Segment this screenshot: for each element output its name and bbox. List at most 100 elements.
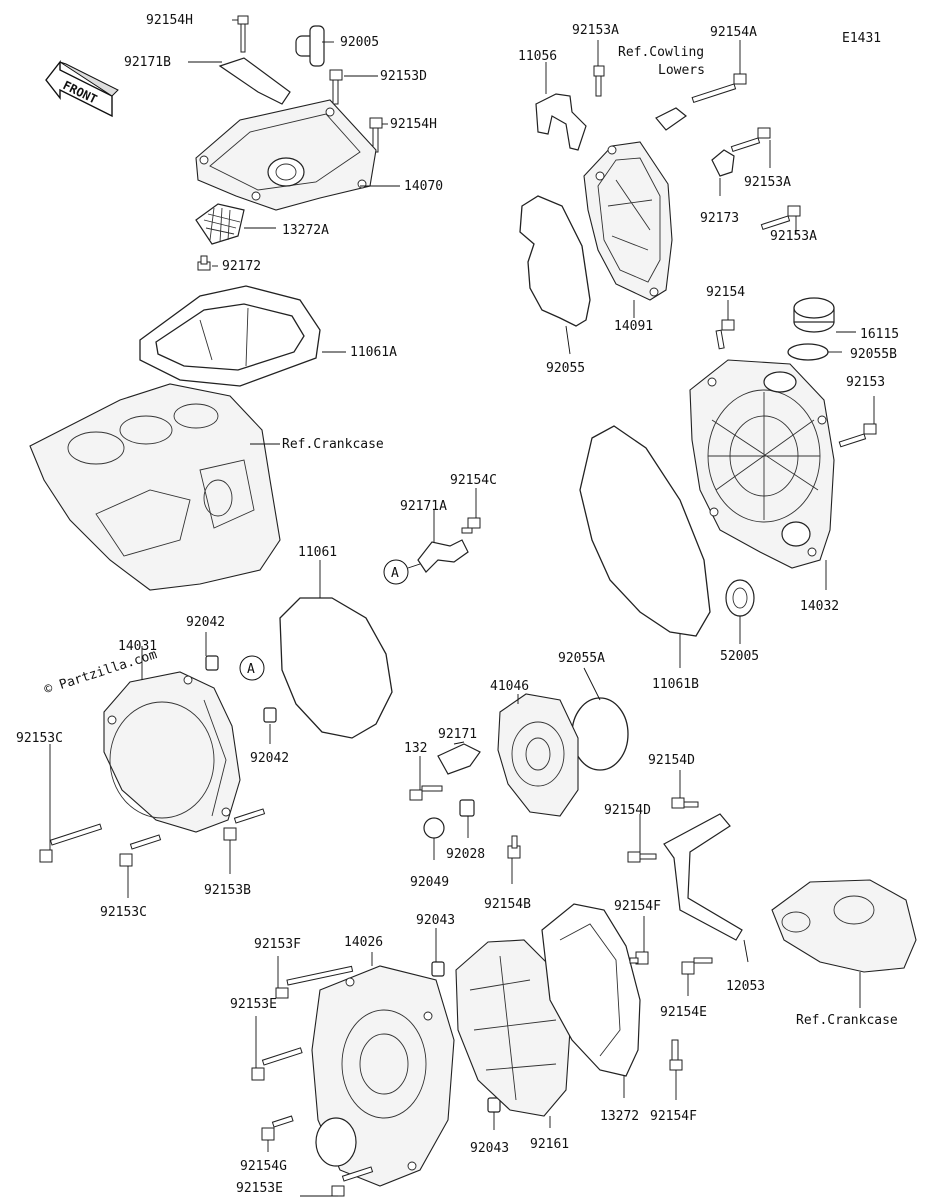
- diagram-code: E1431: [842, 31, 881, 46]
- label-92153c-left: 92153C: [16, 731, 63, 746]
- elbow-fitting-92005: [295, 25, 325, 67]
- bolt-92154f-top: [629, 951, 649, 965]
- label-92153: 92153: [846, 375, 885, 390]
- front-direction-arrow: FRONT: [45, 59, 119, 118]
- circle-a-label: A: [247, 662, 255, 677]
- crankcase-reference-bottom: [771, 879, 917, 973]
- bolt-92153c-bottom: [119, 834, 162, 867]
- label-92154b: 92154B: [484, 897, 531, 912]
- label-92154f-bottom: 92154F: [650, 1109, 697, 1124]
- label-14031: 14031: [118, 639, 157, 654]
- label-16115: 16115: [860, 327, 899, 342]
- label-92171a: 92171A: [400, 499, 447, 514]
- dowel-92042-mid: [263, 707, 277, 723]
- label-92173: 92173: [700, 211, 739, 226]
- label-92055a: 92055A: [558, 651, 605, 666]
- label-92171b: 92171B: [124, 55, 171, 70]
- pickup-cover-group: [519, 65, 801, 327]
- collar-92028: [459, 799, 475, 817]
- bolt-92154h-top: [237, 15, 249, 53]
- label-13272: 13272: [600, 1109, 639, 1124]
- label-92043-bottom: 92043: [470, 1141, 509, 1156]
- label-92153a-top: 92153A: [572, 23, 619, 38]
- clutch-cover-14032: [689, 359, 835, 569]
- label-11061b: 11061B: [652, 677, 699, 692]
- seal-92049: [423, 817, 445, 839]
- label-14032: 14032: [800, 599, 839, 614]
- bolt-92154c: [461, 517, 481, 534]
- bolt-92154f-bottom: [669, 1039, 683, 1071]
- label-92028: 92028: [446, 847, 485, 862]
- bolt-92154e: [681, 957, 713, 975]
- label-14026: 14026: [344, 935, 383, 950]
- label-92154d-top: 92154D: [648, 753, 695, 768]
- bolt-92154b: [507, 835, 521, 859]
- label-92154d-mid: 92154D: [604, 803, 651, 818]
- grommet-92173: [711, 149, 735, 177]
- dowel-92043-bottom: [487, 1097, 501, 1113]
- cover-41046: [497, 693, 579, 817]
- oil-filler-cap-16115: [793, 297, 835, 333]
- callout-circle-a-left: A: [239, 655, 265, 681]
- label-14091: 14091: [614, 319, 653, 334]
- label-13272a: 13272A: [282, 223, 329, 238]
- dowel-92042-top: [205, 655, 219, 671]
- bolt-92153e-top: [251, 1047, 303, 1081]
- clip: [655, 107, 688, 131]
- gasket-11061a: [139, 285, 321, 387]
- label-92153e-top: 92153E: [230, 997, 277, 1012]
- bolt-92153f: [275, 965, 354, 999]
- bracket-11056: [535, 93, 587, 151]
- label-92154c: 92154C: [450, 473, 497, 488]
- label-92153b: 92153B: [204, 883, 251, 898]
- label-92161: 92161: [530, 1137, 569, 1152]
- label-14070: 14070: [404, 179, 443, 194]
- bolt-92154d-top: [671, 797, 699, 809]
- lower-cover-group: [251, 903, 683, 1197]
- bolt-92172: [197, 255, 211, 271]
- leader-lines: [49, 19, 875, 1197]
- label-11061: 11061: [298, 545, 337, 560]
- ref-crankcase-bottom: Ref.Crankcase: [796, 1013, 898, 1028]
- bolt-92153a-top: [593, 65, 605, 97]
- cover-14026: [311, 965, 455, 1187]
- bolt-92153e-bottom: [331, 1166, 374, 1197]
- label-132: 132: [404, 741, 427, 756]
- screen-13272a: [195, 203, 245, 245]
- cover-41046-group: [409, 693, 629, 859]
- breather-cover-group: [139, 15, 383, 387]
- breather-cover-14070: [195, 99, 377, 211]
- label-92154e: 92154E: [660, 1005, 707, 1020]
- bolt-92154g: [261, 1115, 294, 1141]
- circle-a-label: A: [391, 566, 399, 581]
- label-92153c-bottom: 92153C: [100, 905, 147, 920]
- label-92153e-bottom: 92153E: [236, 1181, 283, 1196]
- o-ring-92055a: [571, 697, 629, 771]
- dowel-92043-top: [431, 961, 445, 977]
- label-12053: 12053: [726, 979, 765, 994]
- bolt-92153a-low: [760, 205, 801, 231]
- plate-13272: [541, 903, 641, 1077]
- o-ring-92055b: [787, 343, 829, 361]
- label-11056: 11056: [518, 49, 557, 64]
- bolt-92153c-left: [39, 823, 103, 863]
- ref-cowling-line2: Lowers: [658, 63, 705, 78]
- gasket-11061b: [579, 425, 711, 637]
- label-92172: 92172: [222, 259, 261, 274]
- label-92154f-top: 92154F: [614, 899, 661, 914]
- label-92049: 92049: [410, 875, 449, 890]
- label-92153d: 92153D: [380, 69, 427, 84]
- bolt-92153a-mid: [730, 127, 771, 153]
- bracket-92171b: [218, 57, 291, 105]
- label-92043-top: 92043: [416, 913, 455, 928]
- label-41046: 41046: [490, 679, 529, 694]
- bolt-92153d: [329, 69, 343, 105]
- callout-circle-a-mid: A: [383, 559, 409, 585]
- label-52005: 52005: [720, 649, 759, 664]
- damper-92161: [455, 939, 571, 1117]
- generator-cover-group: [39, 597, 393, 867]
- bracket-92171a: [417, 539, 469, 573]
- part-number-labels: 92154H 92171B 92005 92153D 92154H 14070 …: [16, 13, 899, 1196]
- bracket-12053: [663, 813, 743, 941]
- label-92154g: 92154G: [240, 1159, 287, 1174]
